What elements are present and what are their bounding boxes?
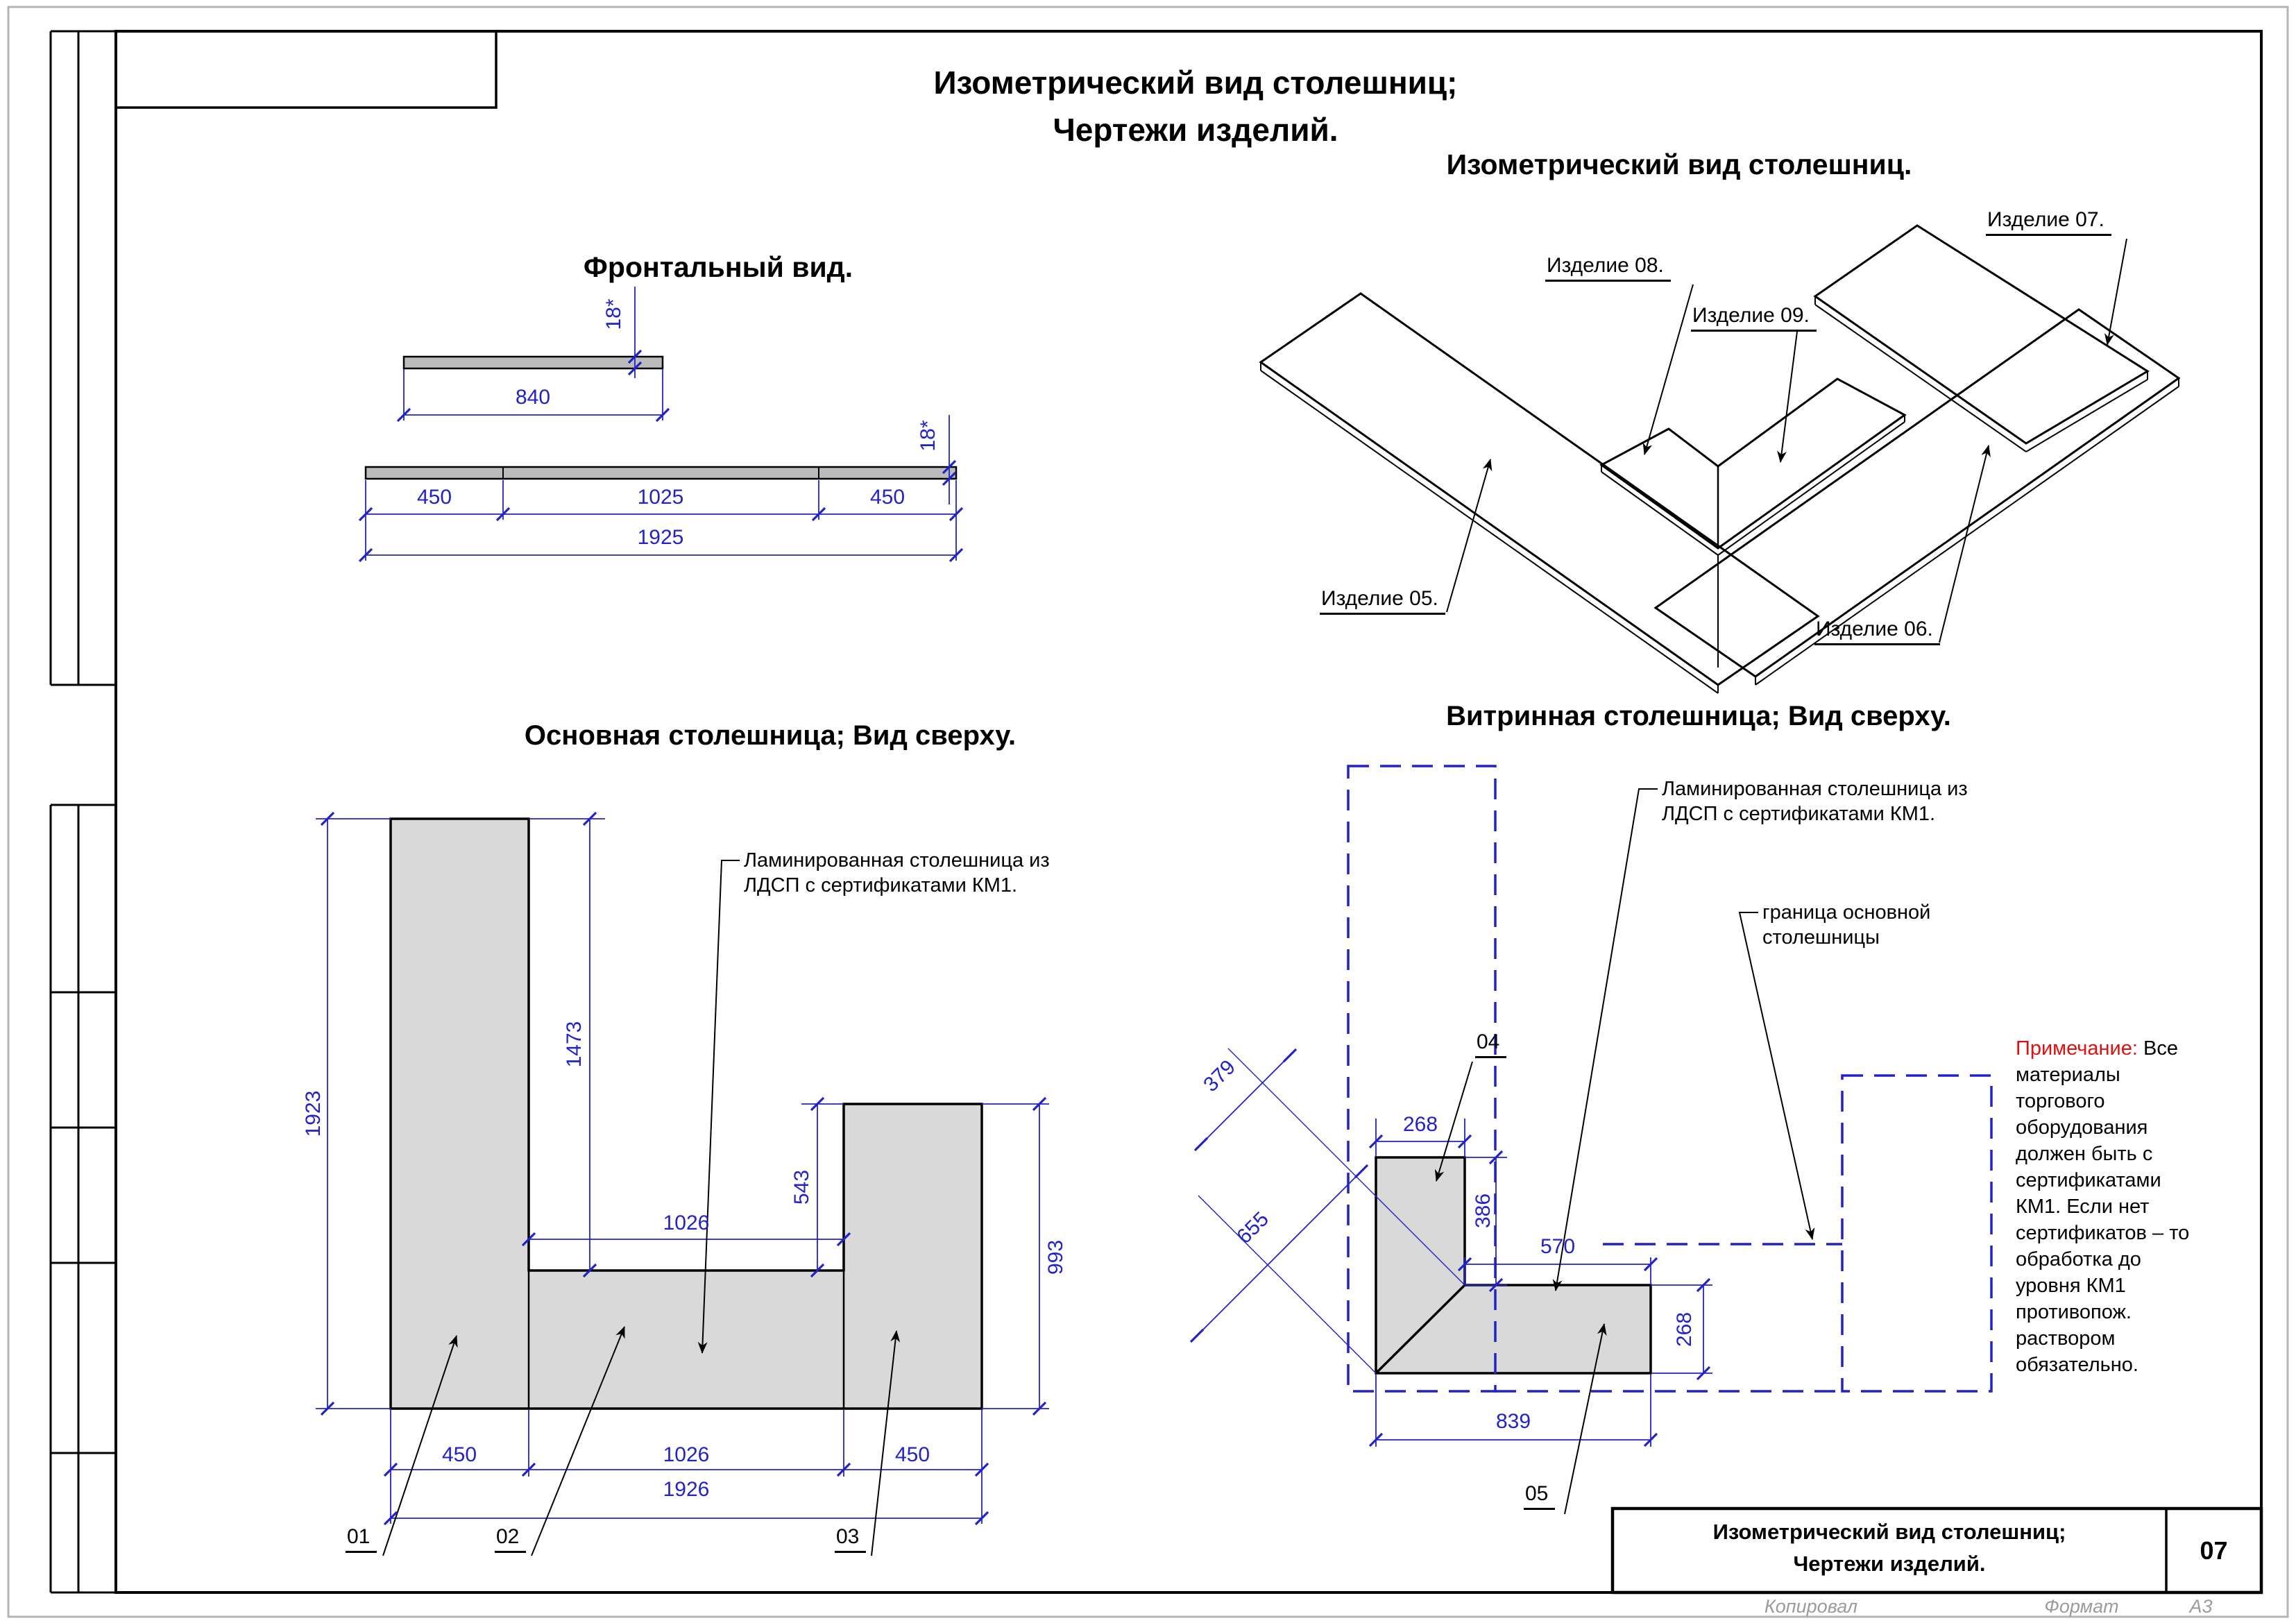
title-block-line1: Изометрический вид столешниц;: [1712, 1520, 2066, 1544]
showcase-callout2-line1: граница основной: [1762, 901, 1931, 924]
main-view-dims: [316, 818, 1049, 1524]
dim-1923: 1923: [302, 1090, 325, 1137]
part-label-02: 02: [495, 1525, 527, 1553]
showcase-callout2-line2: столешницы: [1762, 926, 1880, 949]
iso-label-07: Изделие 07.: [1986, 208, 2111, 236]
dim-450-bl: 450: [441, 1443, 477, 1466]
note-line: раствором: [2016, 1327, 2116, 1350]
title-block: [1610, 1506, 2263, 1595]
main-view-leaders: [382, 860, 901, 1556]
note-line: сертификатов – то: [2016, 1222, 2190, 1244]
front-bottom-board: [364, 466, 958, 480]
iso-label-08: Изделие 08.: [1545, 254, 1671, 282]
main-u-shape: [389, 817, 983, 1410]
dim-268-top: 268: [1402, 1113, 1438, 1136]
note-line1-rest: Все: [2137, 1037, 2178, 1060]
part-label-05: 05: [1524, 1482, 1556, 1510]
main-title-line2: Чертежи изделий.: [1053, 112, 1338, 148]
dim-993: 993: [1044, 1239, 1067, 1275]
showcase-dims: [1196, 1048, 1712, 1447]
title-block-line2: Чертежи изделий.: [1793, 1552, 1986, 1576]
part-label-04: 04: [1475, 1030, 1507, 1058]
dim-450-left: 450: [416, 486, 452, 509]
front-view-geometry: [364, 287, 958, 561]
footer-copied: Копировал: [1764, 1596, 1858, 1617]
main-title-line1: Изометрический вид столешниц;: [933, 65, 1458, 101]
note-line: противопож.: [2016, 1301, 2132, 1323]
iso-view-title: Изометрический вид столешниц.: [1446, 148, 1912, 180]
dim-570: 570: [1540, 1235, 1576, 1258]
main-frame: [114, 30, 2263, 1594]
iso-board-06: [1653, 308, 2181, 678]
main-view-title: Основная столешница; Вид сверху.: [524, 720, 1017, 751]
dimension-ticks: [320, 349, 1711, 1526]
dim-450-right: 450: [869, 486, 905, 509]
front-view-title: Фронтальный вид.: [583, 251, 853, 283]
dim-386: 386: [1472, 1193, 1495, 1229]
dim-1025: 1025: [637, 486, 684, 509]
dim-18-bottom: 18*: [917, 420, 939, 452]
note-line: КМ1. Если нет: [2016, 1196, 2150, 1218]
part-label-03: 03: [835, 1525, 867, 1553]
showcase-view-title: Витринная столешница; Вид сверху.: [1446, 701, 1951, 731]
title-block-sheet-number: 07: [2200, 1536, 2228, 1565]
part-label-01: 01: [346, 1525, 377, 1553]
dim-839: 839: [1495, 1410, 1531, 1433]
iso-label-09: Изделие 09.: [1691, 304, 1817, 332]
dim-543: 543: [790, 1169, 813, 1205]
note-line: обязательно.: [2016, 1354, 2138, 1376]
dim-840: 840: [515, 386, 551, 409]
dim-18-top: 18*: [602, 298, 625, 330]
iso-geometry: [1259, 224, 2181, 694]
note-line: торгового: [2016, 1090, 2105, 1112]
footer-format-value: A3: [2189, 1596, 2213, 1617]
showcase-l-shape: [1375, 1156, 1652, 1375]
note-label: Примечание:: [2016, 1037, 2138, 1060]
note-block: Примечание: Все материалы торгового обор…: [2016, 1035, 2245, 1378]
dim-1026-bottom: 1026: [663, 1443, 710, 1466]
note-line: сертификатами: [2016, 1169, 2161, 1191]
front-top-board: [402, 355, 664, 370]
top-left-stamp-box: [114, 30, 498, 109]
main-callout-line2: ЛДСП с сертификатами КМ1.: [744, 874, 1018, 897]
dim-1026-inner: 1026: [663, 1212, 710, 1234]
iso-board-05: [1259, 292, 1820, 686]
iso-leaders: [1446, 238, 2127, 643]
footer-format-label: Формат: [2044, 1596, 2119, 1617]
dim-450-br: 450: [894, 1443, 930, 1466]
showcase-dashed-boundaries: [1347, 765, 1993, 1393]
left-form-strip: [49, 30, 116, 1594]
showcase-callout1-line2: ЛДСП с сертификатами КМ1.: [1662, 803, 1936, 825]
note-line: уровня КМ1: [2016, 1275, 2126, 1297]
iso-board-07: [1813, 224, 2150, 445]
note-line: материалы: [2016, 1064, 2120, 1086]
iso-label-06: Изделие 06.: [1814, 618, 1940, 645]
showcase-callout1-line1: Ламинированная столешница из: [1662, 778, 1968, 800]
showcase-leaders: [1434, 788, 1815, 1515]
iso-label-05: Изделие 05.: [1320, 587, 1445, 615]
note-line: должен быть с: [2016, 1143, 2153, 1165]
note-line: обработка до: [2016, 1248, 2141, 1271]
note-line: оборудования: [2016, 1116, 2148, 1139]
dim-268-right: 268: [1673, 1311, 1696, 1348]
dim-1925: 1925: [637, 526, 684, 549]
main-callout-line1: Ламинированная столешница из: [744, 849, 1050, 872]
dim-1473: 1473: [563, 1021, 586, 1068]
page-edge: [7, 6, 2289, 1618]
dim-1926: 1926: [663, 1478, 710, 1501]
